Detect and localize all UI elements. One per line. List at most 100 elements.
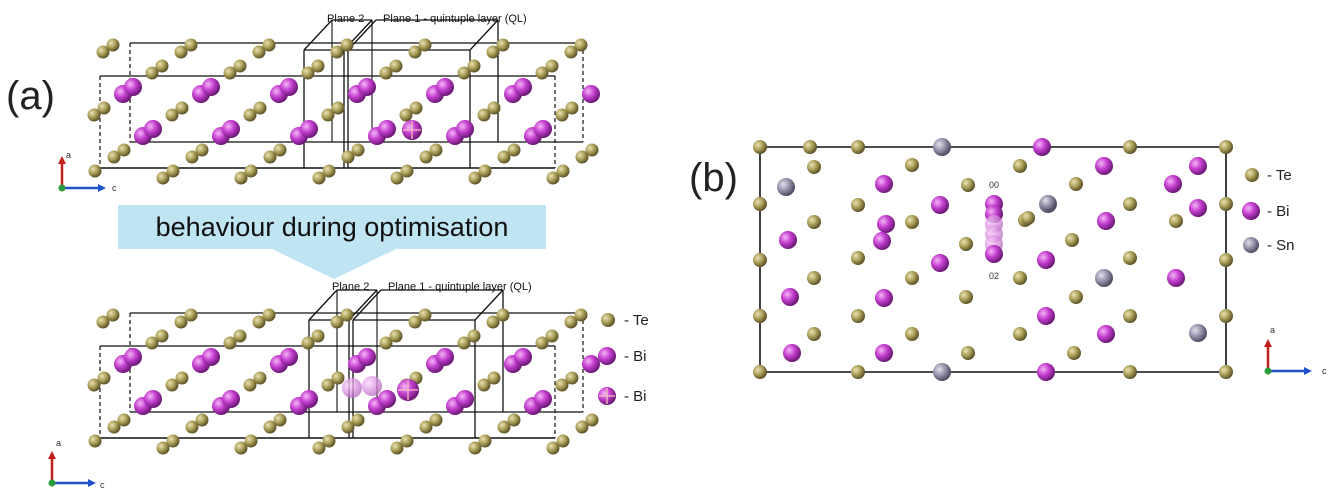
te-atom xyxy=(1021,211,1035,225)
te-atom xyxy=(457,336,471,350)
te-atom xyxy=(165,108,179,122)
te-atom xyxy=(753,365,767,379)
legend-b-bi-label: - Bi xyxy=(1267,203,1290,220)
axis-a-label-a-bottom: a xyxy=(56,438,62,448)
bi-atom xyxy=(1167,269,1185,287)
bi-atom xyxy=(1164,175,1182,193)
te-atom xyxy=(341,150,355,164)
bi-atom xyxy=(144,390,162,408)
te-atom xyxy=(340,38,354,52)
sn-atom xyxy=(1189,324,1207,342)
te-atom xyxy=(1069,177,1083,191)
te-atom xyxy=(234,171,248,185)
te-atom xyxy=(486,45,500,59)
bi-atom xyxy=(124,348,142,366)
panel-a-label: (a) xyxy=(6,74,55,118)
bi-atom xyxy=(1189,157,1207,175)
legend-a-bi-label: - Bi xyxy=(624,348,647,365)
te-atom xyxy=(1123,251,1137,265)
te-atom xyxy=(753,309,767,323)
plane2-frame xyxy=(308,289,338,321)
te-atom xyxy=(418,308,432,322)
te-atom xyxy=(507,143,521,157)
sn-atom xyxy=(933,138,951,156)
te-atom xyxy=(321,378,335,392)
legend-a-te-atom xyxy=(601,313,615,327)
te-atom xyxy=(575,420,589,434)
plane2-label-top: Plane 2 xyxy=(327,13,365,25)
axis-a-label-b: a xyxy=(1270,325,1276,335)
legend-b-sn-atom xyxy=(1243,237,1259,253)
plane1-frame xyxy=(469,19,499,51)
te-atom xyxy=(961,346,975,360)
te-atom xyxy=(175,101,189,115)
te-atom xyxy=(156,441,170,455)
te-atom xyxy=(106,38,120,52)
te-atom xyxy=(564,45,578,59)
te-atom xyxy=(263,420,277,434)
te-atom xyxy=(807,160,821,174)
te-atom xyxy=(273,143,287,157)
bi-atom xyxy=(514,78,532,96)
bi-atom xyxy=(300,390,318,408)
sn-atom xyxy=(1095,269,1113,287)
te-atom xyxy=(165,378,179,392)
te-atom xyxy=(487,371,501,385)
te-atom xyxy=(399,108,413,122)
te-atom xyxy=(253,371,267,385)
axis-triad-icon xyxy=(98,184,106,192)
te-atom xyxy=(330,315,344,329)
te-atom xyxy=(905,158,919,172)
te-atom xyxy=(234,441,248,455)
te-atom xyxy=(389,59,403,73)
banner-arrow-icon xyxy=(272,249,396,279)
bi-atom xyxy=(582,355,600,373)
bi-atom xyxy=(1037,307,1055,325)
te-atom xyxy=(496,38,510,52)
bi-atom xyxy=(202,348,220,366)
te-atom xyxy=(535,66,549,80)
migrating-bi-atom xyxy=(985,245,1003,263)
legend-a-te-label: - Te xyxy=(624,312,649,329)
te-atom xyxy=(851,140,865,154)
bi-atom xyxy=(358,78,376,96)
axis-c-label-a-top: c xyxy=(112,183,117,193)
te-atom xyxy=(223,336,237,350)
te-atom xyxy=(1219,197,1233,211)
te-atom xyxy=(243,108,257,122)
bi-atom xyxy=(534,390,552,408)
te-atom xyxy=(556,164,570,178)
te-atom xyxy=(96,45,110,59)
bi-atom xyxy=(582,85,600,103)
axis-a-label-a-top: a xyxy=(66,150,72,160)
te-atom xyxy=(184,308,198,322)
te-atom xyxy=(807,215,821,229)
te-atom xyxy=(243,378,257,392)
bi-atom xyxy=(873,232,891,250)
te-atom xyxy=(87,378,101,392)
bi-atom xyxy=(1189,199,1207,217)
te-atom xyxy=(233,59,247,73)
te-atom xyxy=(409,101,423,115)
te-atom xyxy=(233,329,247,343)
te-atom xyxy=(477,378,491,392)
te-atom xyxy=(905,327,919,341)
te-atom xyxy=(1123,365,1137,379)
bi-atom xyxy=(781,288,799,306)
te-atom xyxy=(321,108,335,122)
te-atom xyxy=(429,143,443,157)
te-atom xyxy=(1065,233,1079,247)
bi-atom xyxy=(436,348,454,366)
te-atom xyxy=(390,171,404,185)
sn-atom xyxy=(933,363,951,381)
bi-atom xyxy=(222,120,240,138)
plane1-label-top: Plane 1 - quintuple layer (QL) xyxy=(383,13,527,25)
te-atom xyxy=(1219,253,1233,267)
te-atom xyxy=(322,434,336,448)
bi-atom xyxy=(280,348,298,366)
bi-atom xyxy=(783,344,801,362)
te-atom xyxy=(107,420,121,434)
te-atom xyxy=(1067,346,1081,360)
te-atom xyxy=(351,143,365,157)
te-atom xyxy=(185,150,199,164)
